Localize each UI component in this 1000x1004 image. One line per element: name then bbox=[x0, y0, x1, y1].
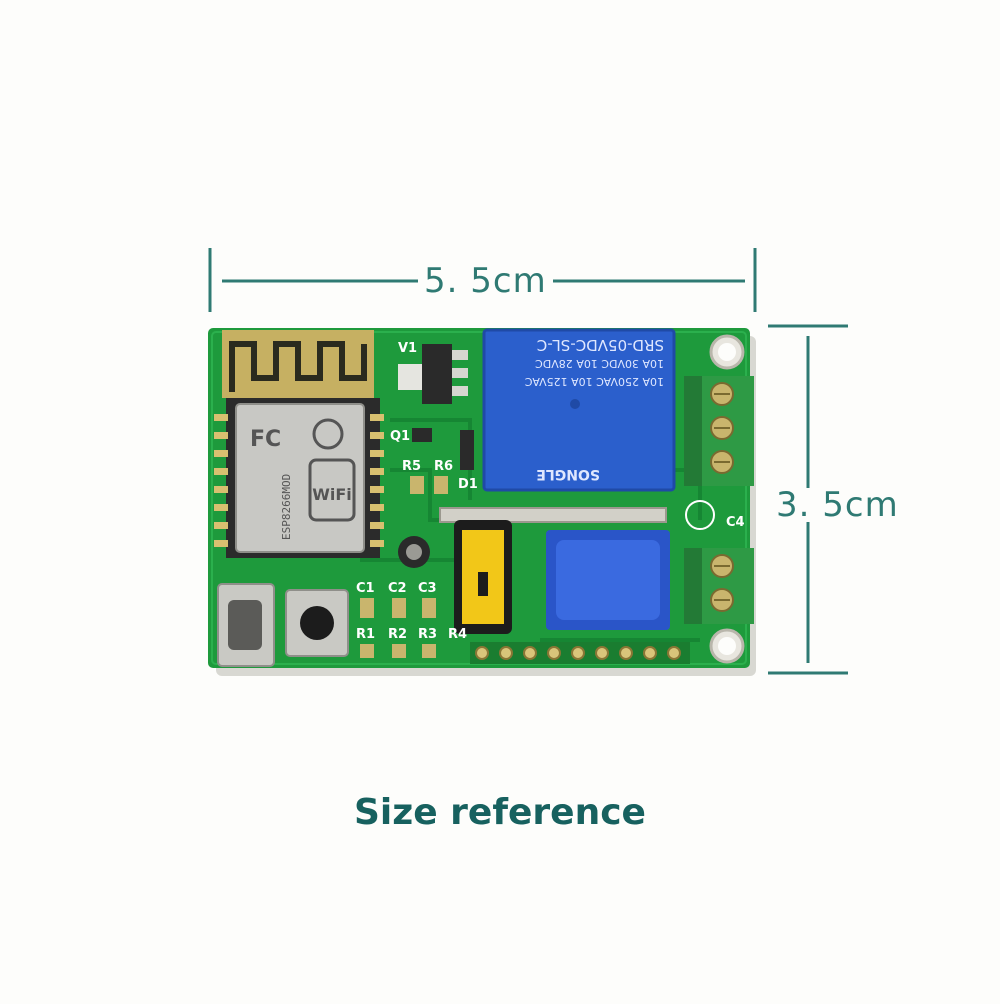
mounting-holes bbox=[709, 334, 745, 664]
label-r1: R1 bbox=[356, 627, 375, 642]
fc-mark: FC bbox=[250, 427, 281, 452]
wifi-logo-icon bbox=[308, 458, 356, 522]
label-r4: R4 bbox=[448, 627, 467, 642]
antenna-trace bbox=[222, 330, 374, 398]
wifi-logo-text: WiFi bbox=[312, 485, 352, 504]
micro-usb-port bbox=[217, 583, 275, 667]
width-label: 5. 5cm bbox=[418, 264, 553, 298]
size-reference-caption: Size reference bbox=[354, 792, 646, 833]
label-r3: R3 bbox=[418, 627, 437, 642]
pin-header bbox=[470, 642, 690, 664]
power-module bbox=[439, 507, 670, 634]
label-d1: D1 bbox=[458, 477, 478, 492]
label-r2: R2 bbox=[388, 627, 407, 642]
label-r6: R6 bbox=[434, 459, 453, 474]
fuse-symbol-icon bbox=[685, 500, 715, 530]
screw-terminal-bottom bbox=[684, 548, 754, 624]
smd-components bbox=[360, 428, 474, 658]
label-r5: R5 bbox=[402, 459, 421, 474]
silkscreen-labels: V1 Q1 R5 R6 D1 C4 C1 C2 C3 R1 R2 R3 R4 bbox=[356, 341, 745, 642]
label-c1: C1 bbox=[356, 581, 375, 596]
espressif-logo-icon bbox=[312, 418, 344, 450]
voltage-regulator bbox=[398, 344, 468, 404]
relay-rating-1: 10A 30VDC 10A 28VDC bbox=[535, 357, 664, 370]
chip-model-text: ESP8266MOD bbox=[280, 474, 293, 540]
relay: SRD-05VDC-SL-C 10A 30VDC 10A 28VDC 10A 2… bbox=[482, 328, 676, 492]
push-button bbox=[285, 589, 349, 657]
label-q1: Q1 bbox=[390, 429, 410, 444]
relay-brand-text: SONGLE bbox=[536, 466, 600, 482]
label-v1: V1 bbox=[398, 341, 417, 356]
wifi-module: FC WiFi ESP8266MOD bbox=[214, 398, 384, 558]
relay-model-text: SRD-05VDC-SL-C bbox=[537, 336, 664, 354]
label-c2: C2 bbox=[388, 581, 407, 596]
relay-rating-2: 10A 250VAC 10A 125VAC bbox=[524, 375, 664, 388]
screw-terminal-top bbox=[684, 376, 754, 486]
height-label: 3. 5cm bbox=[770, 488, 905, 522]
label-c4: C4 bbox=[726, 515, 745, 530]
label-c3: C3 bbox=[418, 581, 437, 596]
